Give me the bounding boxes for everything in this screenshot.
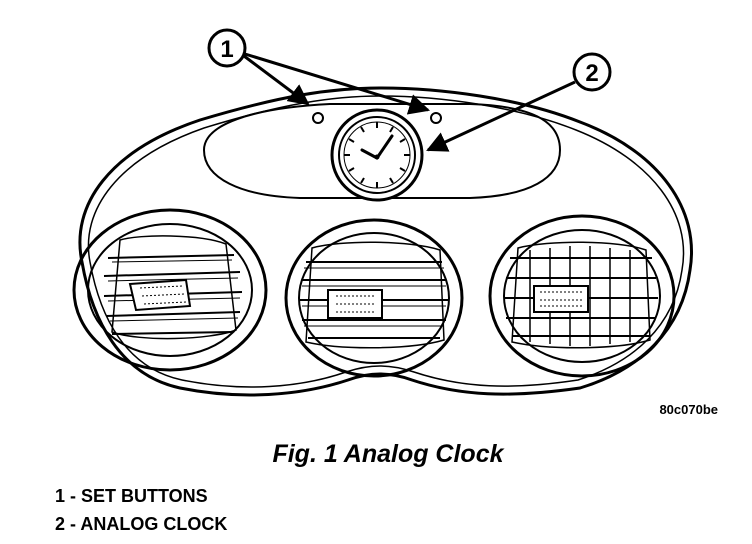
clock-hands — [360, 134, 394, 160]
right-vent-knob — [533, 285, 589, 313]
clock-panel — [202, 103, 562, 199]
callout-2-number: 2 — [585, 60, 598, 87]
analog-clock — [330, 108, 424, 202]
callout-1-arrow-right — [244, 52, 431, 115]
callout-2-circle — [572, 52, 612, 92]
left-air-vent — [72, 208, 268, 372]
callout-1-circle — [207, 28, 247, 68]
figure-caption: Fig. 1 Analog Clock — [272, 440, 504, 468]
bezel-illustration: 1 2 80c070be — [72, 28, 718, 417]
bezel-housing — [78, 86, 693, 397]
callout-2-arrow — [426, 80, 576, 152]
legend-list: 1 - SET BUTTONS 2 - ANALOG CLOCK — [55, 484, 227, 540]
center-vent-knob — [327, 289, 383, 319]
reference-code: 80c070be — [659, 402, 718, 417]
legend-item-analog-clock: 2 - ANALOG CLOCK — [55, 514, 228, 534]
left-vent-knob — [128, 278, 192, 312]
legend-item-set-buttons: 1 - SET BUTTONS — [55, 486, 208, 506]
set-button-left — [312, 112, 324, 124]
callout-1-number: 1 — [220, 36, 233, 63]
right-air-vent — [488, 214, 676, 378]
callout-1-arrow-left — [243, 54, 310, 106]
callout-2: 2 — [426, 52, 612, 152]
set-button-right — [430, 112, 442, 124]
callout-1: 1 — [207, 28, 431, 115]
set-buttons — [312, 112, 442, 124]
center-air-vent — [284, 218, 464, 378]
clock-ticks — [344, 122, 410, 188]
